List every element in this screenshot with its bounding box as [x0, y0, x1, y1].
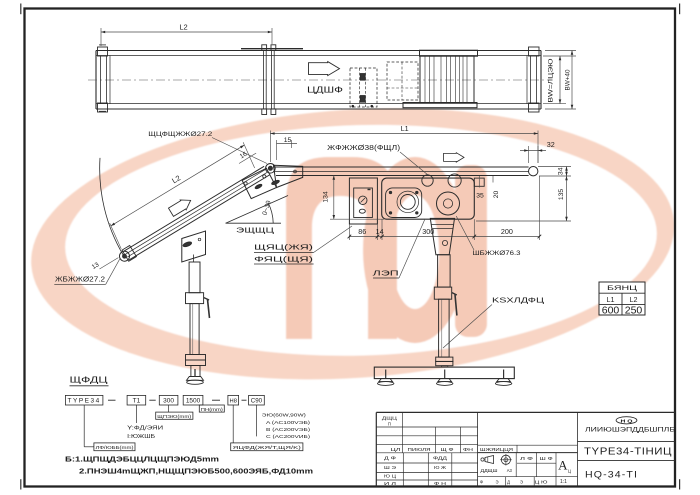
svg-text:Э: Э [520, 479, 523, 484]
svg-text:L1: L1 [401, 124, 409, 133]
svg-text:ФН: ФН [463, 447, 473, 452]
svg-text:1:1: 1:1 [560, 479, 567, 485]
svg-text:HQ-34-TI: HQ-34-TI [585, 470, 638, 481]
svg-text:600: 600 [602, 304, 620, 316]
svg-text:14: 14 [376, 227, 384, 236]
svg-text:A (AC100VЭБ): A (AC100VЭБ) [266, 420, 311, 425]
svg-text:ЭЮ(60W,90W): ЭЮ(60W,90W) [262, 413, 307, 418]
svg-text:I:ЮЖШБ: I:ЮЖШБ [127, 434, 156, 440]
svg-text:ЛФ/ЮББ(mm): ЛФ/ЮББ(mm) [96, 445, 135, 450]
svg-text:15: 15 [284, 137, 292, 144]
svg-text:B (AC200VЭБ): B (AC200VЭБ) [266, 427, 311, 432]
svg-text:13: 13 [91, 261, 101, 271]
svg-text:Щ Ф: Щ Ф [441, 447, 455, 452]
svg-text:Д: Д [507, 479, 510, 484]
svg-text:L2: L2 [179, 22, 187, 31]
svg-text:Ц: Ц [568, 469, 572, 474]
svg-text:BW=ЛЦЭЮ: BW=ЛЦЭЮ [548, 59, 555, 103]
svg-text:135: 135 [558, 189, 565, 201]
svg-text:C90: C90 [251, 398, 263, 405]
svg-text:ДДЩШ: ДДЩШ [481, 468, 498, 473]
svg-text:2.ПНЭШ4mЩЖП,НЩЩПЭЮБ500,600ЭЯБ,: 2.ПНЭШ4mЩЖП,НЩЩПЭЮБ500,600ЭЯБ,ФД10mm [79, 467, 314, 476]
svg-text:ШБЖЖØ76.3: ШБЖЖØ76.3 [473, 250, 521, 257]
svg-text:L2: L2 [170, 173, 182, 185]
svg-text:ЦЛ: ЦЛ [391, 447, 401, 452]
svg-text:T1: T1 [133, 398, 141, 405]
svg-text:ЭЩЩЦ: ЭЩЩЦ [236, 225, 275, 234]
svg-text:ЩПЭЮ(mm): ЩПЭЮ(mm) [157, 414, 192, 419]
svg-text:L1: L1 [607, 295, 615, 304]
svg-text:ЦДШФ: ЦДШФ [307, 86, 343, 95]
svg-text:П: П [388, 422, 391, 427]
svg-text:32: 32 [547, 140, 555, 149]
svg-text:Ш Э: Ш Э [384, 465, 396, 470]
svg-text:Ф: Ф [480, 479, 483, 484]
svg-text:TYPE34-TIНИЦ: TYPE34-TIНИЦ [584, 445, 672, 457]
svg-text:Ю Ж: Ю Ж [434, 465, 446, 470]
svg-text:И Л: И Л [384, 481, 396, 486]
svg-text:Д Ф: Д Ф [384, 456, 397, 461]
svg-text:Э: Э [495, 479, 498, 484]
svg-text:ЩЦФЩЖЖØ27.2: ЩЦФЩЖЖØ27.2 [148, 131, 212, 138]
svg-text:16: 16 [239, 150, 249, 160]
svg-text:Л Ф: Л Ф [520, 456, 533, 461]
svg-text:20: 20 [493, 191, 500, 199]
svg-text:ЯЦФД(ЖЯ/T,ЩЯ/K): ЯЦФД(ЖЯ/T,ЩЯ/K) [233, 445, 302, 450]
svg-text:C (AC200VИБ): C (AC200VИБ) [266, 434, 311, 439]
svg-text:ЖБЖЖØ27.2: ЖБЖЖØ27.2 [55, 274, 105, 283]
svg-text:H Q: H Q [621, 418, 634, 423]
svg-text:250: 250 [625, 304, 643, 316]
svg-text:ЛЭП: ЛЭП [373, 269, 399, 278]
svg-text:KSXЛДФЦ: KSXЛДФЦ [492, 295, 545, 304]
svg-text:86: 86 [358, 227, 366, 236]
svg-text:34: 34 [557, 167, 564, 175]
svg-text:0~30: 0~30 [261, 200, 272, 217]
svg-text:ЛИИЮШЭПДДБШПЛБ: ЛИИЮШЭПДДБШПЛБ [585, 427, 675, 434]
svg-text:БЯНЦ: БЯНЦ [607, 285, 637, 292]
svg-text:300: 300 [163, 398, 174, 405]
svg-text:ДЩЦ: ДЩЦ [382, 416, 398, 421]
svg-text:A: A [558, 458, 568, 473]
svg-text:ЖФЖЖØ38(ФЩЛ): ЖФЖЖØ38(ФЩЛ) [327, 145, 400, 152]
svg-text:35: 35 [476, 192, 484, 199]
svg-text:134: 134 [322, 191, 329, 203]
svg-text:ПН(mm): ПН(mm) [201, 407, 224, 412]
svg-text:1500: 1500 [186, 398, 201, 405]
svg-text:L2: L2 [630, 295, 638, 304]
svg-text:ПИЮЛЯ: ПИЮЛЯ [408, 447, 431, 452]
svg-text:200: 200 [501, 227, 513, 236]
svg-text:ШЖЯИЦЦЯ: ШЖЯИЦЦЯ [480, 447, 513, 452]
svg-text:TYPE34: TYPE34 [68, 398, 101, 405]
svg-text:Ю Ц: Ю Ц [384, 474, 397, 479]
svg-text:BW+40: BW+40 [565, 69, 572, 90]
svg-text:Б:1.ЩПЩДЭБЦЦЛЦЩПЭЮД5mm: Б:1.ЩПЩДЭБЦЦЛЦЩПЭЮД5mm [65, 455, 220, 464]
svg-text:Y:ФД/ЭЯИ: Y:ФД/ЭЯИ [127, 426, 164, 432]
svg-text:Ф Н: Ф Н [434, 481, 446, 486]
svg-text:H8: H8 [230, 399, 237, 405]
svg-text:Ц Ю: Ц Ю [535, 479, 549, 484]
svg-text:ЩЯЦ(ЖЯ): ЩЯЦ(ЖЯ) [254, 243, 313, 252]
svg-text:A3: A3 [507, 468, 513, 473]
svg-text:ФДД: ФДД [433, 456, 447, 461]
svg-text:Ш Ф: Ш Ф [540, 456, 553, 461]
svg-text:ЩФДЦ: ЩФДЦ [70, 375, 108, 384]
svg-text:300: 300 [422, 227, 434, 236]
svg-text:ФЯЦ(ЩЯ): ФЯЦ(ЩЯ) [254, 255, 313, 264]
